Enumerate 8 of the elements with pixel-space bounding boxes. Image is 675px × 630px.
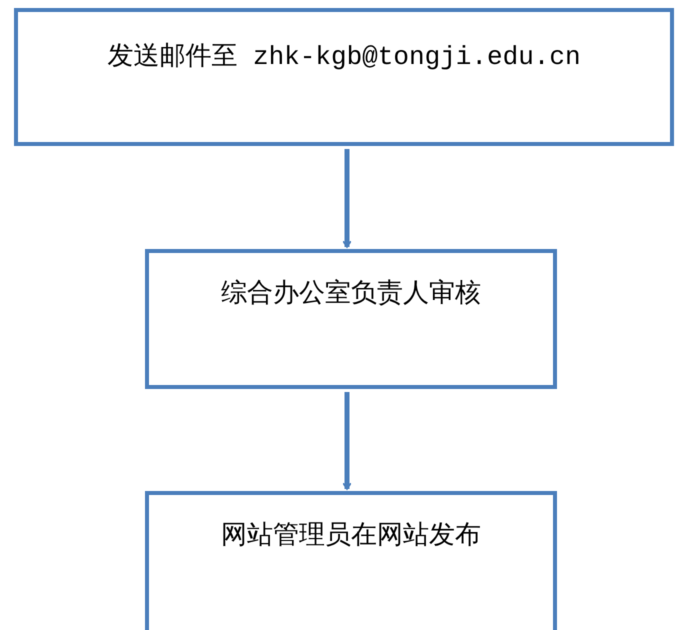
arrow [342, 392, 352, 490]
box-text: 综合办公室负责人审核 [221, 278, 481, 310]
arrow [342, 149, 352, 248]
process-box [145, 491, 557, 630]
box-text: 网站管理员在网站发布 [221, 520, 481, 552]
process-box [14, 8, 674, 146]
box-text: 发送邮件至 zhk-kgb@tongji.edu.cn [107, 41, 581, 73]
process-box [145, 249, 557, 389]
